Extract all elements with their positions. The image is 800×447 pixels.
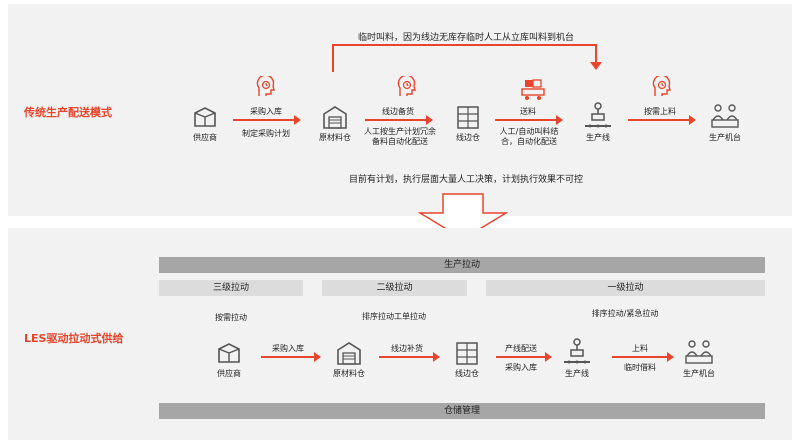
- traditional-title: 传统生产配送模式: [24, 106, 112, 119]
- node-label: 原材料仓: [333, 369, 365, 378]
- flow-arrow: [365, 115, 433, 125]
- step-label: 上料: [632, 344, 648, 353]
- summary-text: 目前有计划，执行层面大量人工决策，计划执行效果不可控: [348, 175, 584, 185]
- step-note: 采购入库: [505, 363, 537, 372]
- flow-arrow: [261, 352, 321, 362]
- node-label: 供应商: [217, 369, 241, 378]
- clock-head-icon: [256, 76, 275, 96]
- step-note: 临时借料: [624, 363, 656, 372]
- node-label: 生产机台: [709, 133, 741, 142]
- node-label: 生产线: [565, 369, 589, 378]
- node-production-line: 生产线: [563, 100, 633, 143]
- level-3-bar: 三级拉动: [159, 280, 303, 296]
- production-pull-bar: 生产拉动: [159, 257, 765, 273]
- box-icon: [194, 107, 216, 127]
- robot-arm-icon: [564, 338, 590, 364]
- loop-label: 临时叫料，因为线边无库存临时人工从立库叫料到机台: [357, 33, 575, 43]
- level-2-bar: 二级拉动: [322, 280, 467, 296]
- node-supplier: 供应商: [170, 104, 240, 143]
- step-label: 按需上料: [644, 107, 676, 116]
- flow-arrow: [379, 352, 440, 362]
- node-machine: 生产机台: [690, 102, 760, 143]
- warehouse-icon: [337, 342, 361, 365]
- flow-arrow: [495, 115, 563, 125]
- level-1-bar: 一级拉动: [486, 280, 765, 296]
- node-label: 原材料仓: [319, 133, 351, 142]
- step-label: 线边补货: [391, 344, 423, 353]
- node-raw-warehouse: 原材料仓: [300, 104, 370, 143]
- loop-connector: [332, 44, 602, 72]
- step-note: 制定采购计划: [242, 129, 290, 138]
- warehouse-management-bar: 仓储管理: [159, 403, 765, 419]
- node-line-warehouse: 线边仓: [433, 104, 503, 143]
- flow-arrow: [628, 115, 696, 125]
- flow-arrow: [496, 352, 552, 362]
- node-supplier: 供应商: [194, 340, 264, 379]
- node-raw-warehouse: 原材料仓: [314, 340, 384, 379]
- clock-head-icon: [397, 76, 416, 96]
- node-label: 生产线: [586, 133, 610, 142]
- level-note: 排序拉动工单拉动: [362, 312, 426, 321]
- node-production-line: 生产线: [542, 336, 612, 379]
- step-note: 人工按生产计划冗余备料自动化配送: [364, 127, 436, 146]
- robot-arm-icon: [585, 102, 611, 128]
- step-note: 人工/自动叫料结合，自动化配送: [499, 127, 559, 146]
- warehouse-icon: [323, 106, 347, 129]
- step-label: 线边备货: [382, 107, 414, 116]
- traditional-panel: [8, 4, 792, 216]
- step-label: 采购入库: [250, 107, 282, 116]
- level-note: 按需拉动: [215, 313, 247, 322]
- down-arrow-icon: [418, 193, 508, 240]
- step-label: 采购入库: [272, 344, 304, 353]
- delivery-cart-icon: [521, 79, 545, 100]
- node-label: 线边仓: [456, 133, 480, 142]
- flow-arrow: [233, 115, 301, 125]
- workers-icon: [685, 340, 713, 364]
- shelf-icon: [456, 342, 478, 365]
- step-label: 送料: [520, 107, 536, 116]
- workers-icon: [711, 104, 739, 128]
- shelf-icon: [457, 106, 479, 129]
- node-label: 生产机台: [683, 369, 715, 378]
- node-label: 线边仓: [455, 369, 479, 378]
- node-line-warehouse: 线边仓: [432, 340, 502, 379]
- clock-head-icon: [652, 76, 671, 96]
- node-label: 供应商: [193, 133, 217, 142]
- level-note: 排序拉动/紧急拉动: [591, 309, 659, 318]
- node-machine: 生产机台: [664, 338, 734, 379]
- les-title: LES驱动拉动式供给: [24, 332, 124, 345]
- box-icon: [218, 343, 240, 363]
- flow-arrow: [612, 352, 674, 362]
- step-label: 产线配送: [505, 344, 537, 353]
